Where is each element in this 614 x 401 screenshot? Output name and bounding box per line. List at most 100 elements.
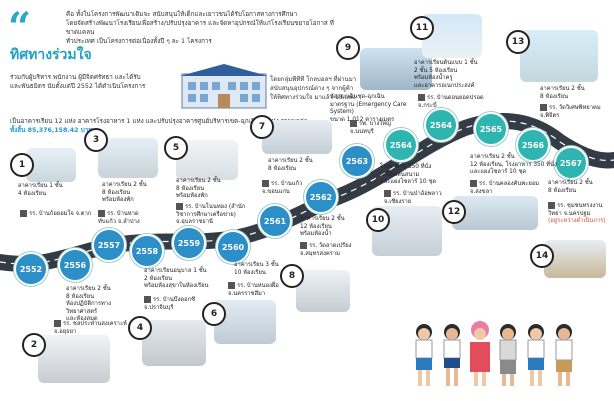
intro-right: โดยกลุ่มพีทีที โกลบอลฯ ที่ผ่านมา สนับสนุ… — [270, 76, 358, 102]
caption-school-6: รร. บ้านหนองผือ จ.นครราชสีมา — [228, 282, 279, 297]
caption-school-5: รร. บ้านโนนทอง (สำนักวิชาการศึกษาเครือข่… — [176, 203, 246, 226]
school-icon — [418, 94, 425, 101]
school-photo-1 — [26, 148, 76, 182]
year-marker-2561: 2561 — [258, 204, 292, 238]
project-number-4: 4 — [128, 316, 152, 340]
school-icon — [98, 210, 105, 217]
intro-summary: เป็นอาคารเรียน 12 แห่ง อาคารโรงอาหาร 1 แ… — [10, 118, 340, 136]
school-icon — [300, 242, 307, 249]
year-marker-2565: 2565 — [474, 112, 508, 146]
school-icon — [144, 296, 151, 303]
page-title: ทิศทางร่วมใจ — [10, 47, 92, 63]
year-marker-2567: 2567 — [554, 146, 588, 180]
project-number-11: 11 — [410, 16, 434, 40]
hospital-icon — [350, 120, 357, 127]
intro-left: ร่วมกับผู้บริหาร พนักงาน ผู้มีจิตศรัทธา … — [10, 73, 180, 91]
year-marker-2563: 2563 — [340, 144, 374, 178]
caption-school-12: รร. บ้านคลองคันพะยอม จ.สงขลา — [470, 180, 540, 195]
caption-project-9: ห้องฉุกเฉินชุด-ฉุกเฉิน มาตรฐาน (Emergenc… — [330, 94, 407, 123]
intro-line: ให้ทิศทางร่วมใจ มาแล้ว 13 แห่ง — [270, 93, 356, 101]
in-progress-note: (อยู่ระหว่างดำเนินการ) — [548, 218, 606, 225]
school-photo-8 — [296, 270, 350, 312]
caption-project-6: อาคารเรียน 3 ชั้น 10 ห้องเรียน — [234, 262, 279, 276]
school-icon — [54, 320, 61, 327]
school-photo-3 — [98, 138, 158, 178]
caption-line: 4 ห้องเรียน — [18, 190, 47, 197]
school-photo-14 — [544, 240, 606, 278]
project-number-10: 10 — [366, 208, 390, 232]
caption-project-1: อาคารเรียน 1 ชั้น 4 ห้องเรียน — [18, 183, 98, 198]
intro-paragraph: คือ ทั้งในโครงการพัฒนาเดิมจะ สนับสนุนให้… — [66, 10, 336, 46]
school-icon — [228, 282, 235, 289]
year-marker-2564-b: 2564 — [424, 108, 458, 142]
intro-line: เป็นอาคารเรียน 12 แห่ง อาคารโรงอาหาร 1 แ… — [10, 118, 308, 125]
year-marker-2558: 2558 — [130, 234, 164, 268]
caption-project-8: อาคารเรียน 2 ชั้น 12 ห้องเรียน พร้อมห้อง… — [300, 216, 345, 238]
caption-school-10: รร. บ้านป่าอ้อพลาว จ.เชียงราย — [384, 190, 442, 205]
intro-line: ทั่วประเทศ เป็นโครงการต่อเนื่องทั้งปี ๆ … — [66, 38, 212, 45]
project-number-2: 2 — [22, 333, 46, 357]
school-icon — [20, 210, 27, 217]
school-photo-9 — [360, 48, 432, 90]
project-number-8: 8 — [280, 264, 304, 288]
school-photo-12 — [452, 196, 538, 230]
caption-project-2: อาคารเรียน 2 ชั้น 8 ห้องเรียน ห้องปฏิบัต… — [66, 286, 111, 323]
caption-project-7: อาคารเรียน 2 ชั้น 8 ห้องเรียน — [268, 158, 313, 172]
caption-hospital-9: รพ. บางใหญ่ จ.นนทบุรี — [350, 120, 391, 135]
project-number-6: 6 — [202, 302, 226, 326]
project-number-9: 9 — [336, 36, 360, 60]
intro-line: ร่วมกับผู้บริหาร พนักงาน ผู้มีจิตศรัทธา … — [10, 74, 141, 81]
caption-project-5: อาคารเรียน 2 ชั้น 8 ห้องเรียน พร้อมห้องพ… — [176, 178, 221, 200]
intro-line: โดยกลุ่มพีทีที โกลบอลฯ ที่ผ่านมา — [270, 76, 357, 83]
school-photo-4 — [142, 320, 206, 366]
caption-school-3: รร. บ้านหาดทับแก้ว จ.ลำปาง — [98, 210, 140, 225]
school-icon — [384, 190, 391, 197]
school-building-illustration — [180, 64, 268, 109]
caption-project-3: อาคารเรียน 2 ชั้น 8 ห้องเรียน พร้อมห้องพ… — [102, 182, 147, 204]
project-number-13: 13 — [506, 30, 530, 54]
caption-school-8: รร. วัดลาดเปรียง จ.สมุทรสงคราม — [300, 242, 352, 257]
caption-school-13: รร. วัดวิเศษพิทยาคม จ.พิจิตร — [540, 104, 601, 119]
project-number-5: 5 — [164, 136, 188, 160]
caption-project-12: อาคารเรียน 2 ชั้น 12 ห้องเรียน, โรงอาหาร… — [470, 154, 557, 176]
intro-total: ทั้งสิ้น 85,376,158.42 บาท — [10, 126, 93, 134]
year-marker-2560: 2560 — [216, 230, 250, 264]
year-marker-2562: 2562 — [304, 180, 338, 214]
caption-project-11: อาคารเรียนต้นแบบ 1 ชั้น 2 ชั้น 5 ห้องเรี… — [414, 60, 478, 89]
school-icon — [470, 180, 477, 187]
caption-school-2: รร. ชลประทานสงเคราะห์ จ.อยุธยา — [54, 320, 127, 335]
student-figure — [415, 324, 433, 386]
caption-line: อาคารเรียน 1 ชั้น — [18, 183, 63, 189]
caption-project-13: อาคารเรียน 2 ชั้น 8 ห้องเรียน — [540, 86, 585, 100]
school-icon — [540, 104, 547, 111]
year-marker-2552: 2552 — [14, 252, 48, 286]
intro-line: คือ ทั้งในโครงการพัฒนาเดิมจะ สนับสนุนให้… — [66, 11, 298, 18]
project-number-14: 14 — [530, 244, 554, 268]
project-number-12: 12 — [442, 200, 466, 224]
caption-school-1: รร. บ้านก้อยอมใจ จ.ตาก — [20, 210, 94, 219]
year-marker-2564-a: 2564 — [384, 128, 418, 162]
project-number-1: 1 — [10, 153, 34, 177]
year-marker-2566: 2566 — [516, 128, 550, 162]
school-icon — [262, 180, 269, 187]
year-marker-2556: 2556 — [58, 248, 92, 282]
school-icon — [176, 203, 183, 210]
school-photo-2 — [38, 335, 110, 383]
students-illustration — [415, 321, 573, 386]
school-icon — [548, 202, 555, 209]
caption-school-11: รร. บ้านดอนยอดปรอด จ.กระบี่ — [418, 94, 484, 109]
school-photo-13 — [520, 30, 598, 82]
caption-project-14: อาคารเรียน 2 ชั้น 8 ห้องเรียน — [548, 180, 593, 194]
caption-school-14: รร. ชุมชนทรงงานวิทยา จ.นครปฐม (อยู่ระหว่… — [548, 202, 612, 226]
caption-project-4: อาคารเรียนอนุบาล 1 ชั้น 2 ห้องเรียน พร้อ… — [144, 268, 209, 290]
intro-line: และพันธมิตร นับตั้งแต่ปี 2552 ได้ดำเนินโ… — [10, 83, 146, 90]
project-number-7: 7 — [250, 115, 274, 139]
year-marker-2559: 2559 — [172, 226, 206, 260]
year-marker-2557: 2557 — [92, 228, 126, 262]
caption-school-4: รร. บ้านบึงดอกชี จ.ปราจีนบุรี — [144, 296, 196, 311]
caption-project-10: โรงอาหาร 350 ที่นั่ง เครื่องเล่นสนาม และ… — [380, 164, 437, 186]
intro-line: โดยจัดสร้างพัฒนาโรงเรียนเพื่อสร้าง/ปรับป… — [66, 20, 334, 36]
intro-line: สนับสนุนอุปกรณ์ต่าง ๆ จากผู้ค้า — [270, 84, 354, 92]
caption-school-7: รร. บ้านแก้ว จ.ขอนแก่น — [262, 180, 303, 195]
